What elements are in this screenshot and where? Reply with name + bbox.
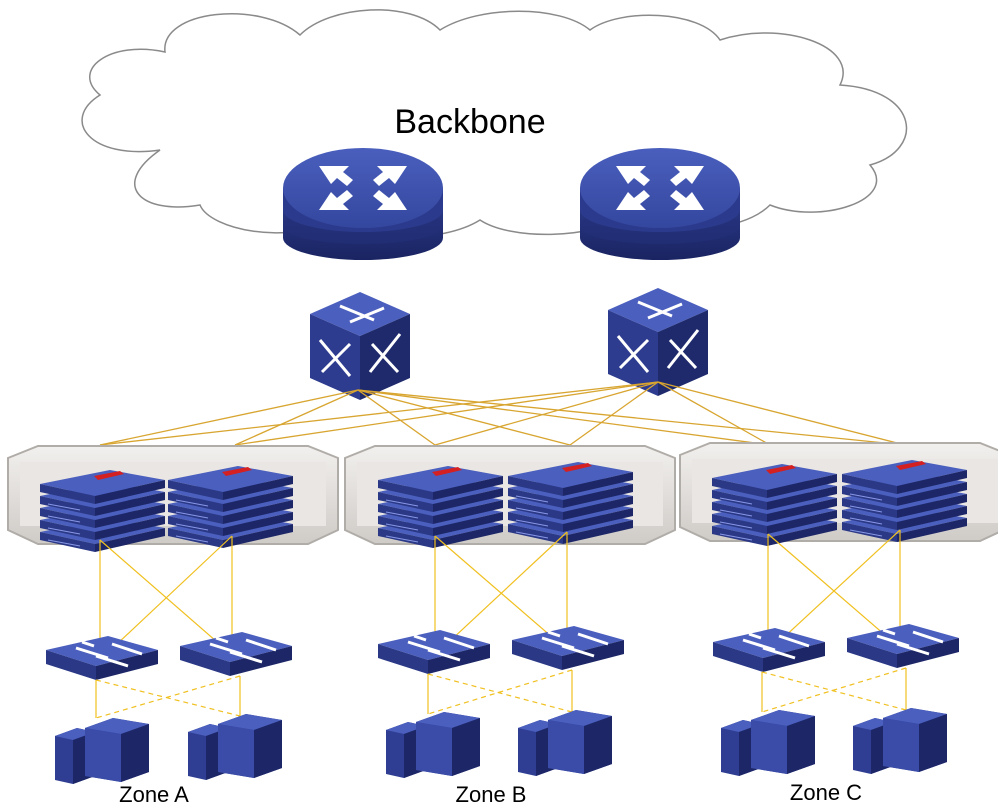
zone-c-label: Zone C (790, 780, 862, 805)
server-icon (853, 708, 947, 774)
access-switch-icon (376, 628, 492, 676)
server-links (95, 667, 907, 719)
server-icon (386, 712, 480, 778)
access-switch-icon (510, 624, 626, 672)
chassis-switch-icon (168, 466, 293, 548)
zone-a-label: Zone A (119, 782, 189, 807)
server-icon (55, 718, 149, 784)
router-icon (580, 148, 740, 260)
chassis-switch-icon (378, 466, 503, 548)
core-switch-icon (606, 286, 710, 398)
router-icon (283, 148, 443, 260)
chassis-switch-icon (508, 462, 633, 544)
core-uplinks (99, 381, 906, 446)
chassis-switch-icon (712, 464, 837, 546)
server-icon (721, 710, 815, 776)
access-switch-icon (44, 634, 160, 682)
access-switch-icon (178, 630, 294, 678)
core-switch-icon (308, 290, 412, 402)
chassis-switch-icon (40, 470, 165, 552)
server-icon (518, 710, 612, 776)
access-switch-icon (711, 626, 827, 674)
chassis-switch-icon (842, 460, 967, 542)
server-icon (188, 714, 282, 780)
zone-b-label: Zone B (456, 782, 527, 807)
access-switch-icon (845, 622, 961, 670)
backbone-label: Backbone (394, 103, 545, 141)
